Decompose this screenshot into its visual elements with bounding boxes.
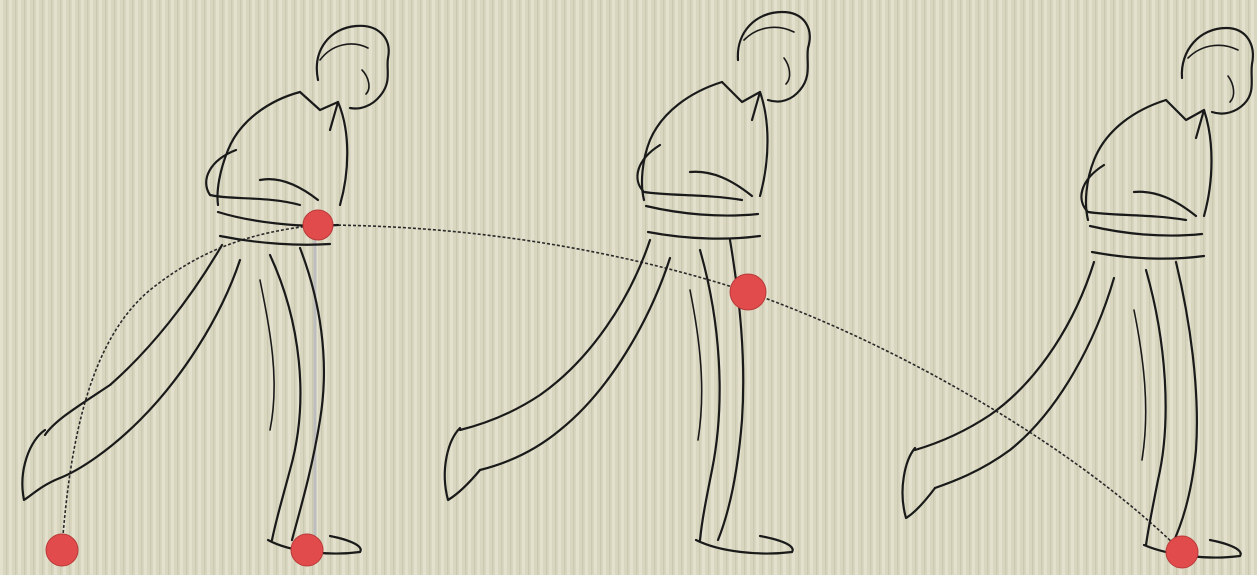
ball-held-stage-1	[303, 210, 333, 240]
ball-release-stage-3	[1166, 536, 1198, 568]
ball-start	[46, 534, 78, 566]
ball-swing-stage-2	[730, 274, 766, 310]
ball-foot-stage-1	[291, 534, 323, 566]
